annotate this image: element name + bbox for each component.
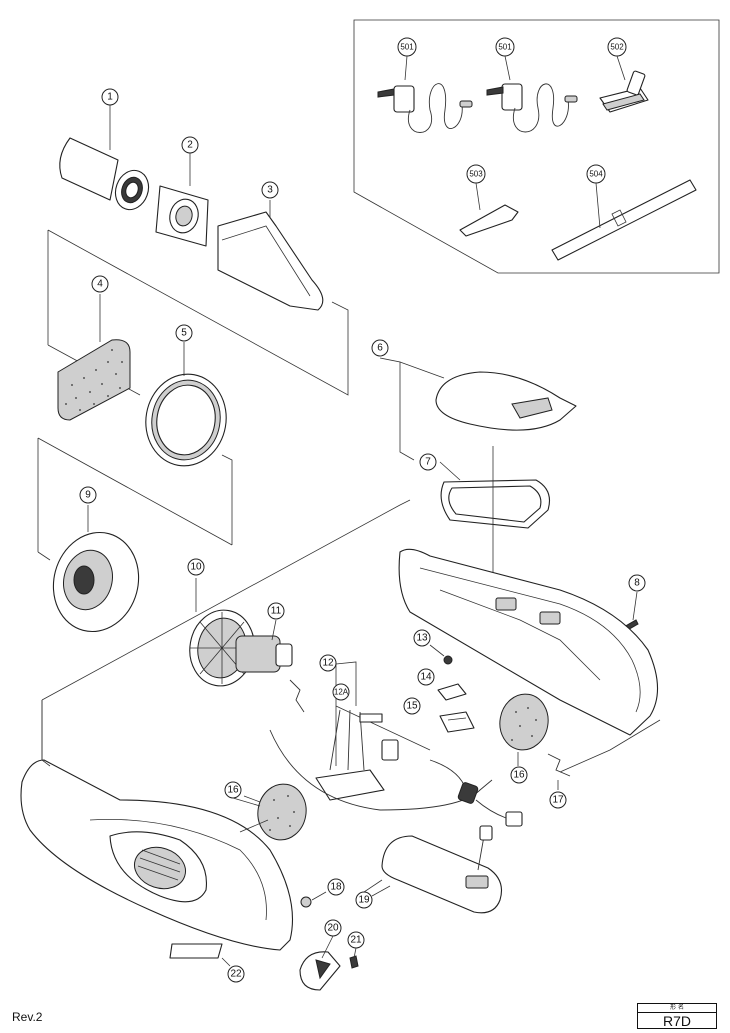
callout-11: 11 — [267, 602, 285, 620]
part-11-motor — [235, 635, 305, 713]
part-14-switch — [437, 683, 467, 701]
callout-12: 12 — [319, 654, 337, 672]
svg-text:2: 2 — [187, 140, 193, 151]
accessory-group-outline — [353, 19, 720, 274]
svg-text:16: 16 — [227, 785, 239, 796]
svg-text:9: 9 — [85, 490, 91, 501]
part-15-switch-plate — [439, 711, 475, 733]
svg-text:501: 501 — [498, 43, 512, 52]
svg-text:21: 21 — [350, 935, 362, 946]
svg-text:16: 16 — [513, 770, 525, 781]
callout-9: 9 — [79, 486, 97, 504]
part-16-filter-a — [499, 693, 549, 751]
callout-7: 7 — [419, 453, 437, 471]
svg-text:7: 7 — [425, 457, 431, 468]
part-502-floor-nozzle — [599, 70, 649, 113]
revision-label: Rev.2 — [12, 1010, 43, 1024]
svg-text:5: 5 — [181, 328, 187, 339]
part-5-filter-ring — [145, 373, 227, 467]
part-2-filter-frame — [155, 185, 209, 247]
svg-text:503: 503 — [469, 170, 483, 179]
svg-text:8: 8 — [634, 578, 640, 589]
callout-501-left: 501 — [397, 37, 417, 57]
part-17-spring — [547, 753, 571, 777]
svg-text:6: 6 — [377, 343, 383, 354]
svg-text:15: 15 — [406, 701, 418, 712]
part-501-charger-b — [486, 83, 578, 133]
model-box: 形 名 R7D — [637, 1003, 717, 1029]
svg-text:11: 11 — [271, 606, 282, 617]
callout-17: 17 — [549, 791, 567, 809]
model-name: R7D — [662, 1013, 691, 1029]
part-19-battery — [381, 825, 503, 914]
callout-501-right: 501 — [495, 37, 515, 57]
callout-6: 6 — [371, 339, 389, 357]
svg-text:10: 10 — [190, 562, 202, 573]
part-6-cover — [435, 371, 577, 431]
svg-text:12A: 12A — [334, 688, 349, 697]
svg-text:504: 504 — [589, 170, 603, 179]
part-1-nozzle-tube — [59, 137, 150, 211]
group-outline-motor — [37, 437, 233, 561]
svg-text:1: 1 — [107, 92, 113, 103]
svg-text:14: 14 — [420, 672, 432, 683]
callout-16-left: 16 — [224, 781, 242, 799]
svg-text:3: 3 — [267, 185, 273, 196]
callout-4: 4 — [91, 275, 109, 293]
callout-14: 14 — [417, 668, 435, 686]
part-3-dust-case — [217, 211, 324, 311]
svg-text:502: 502 — [610, 43, 624, 52]
callout-13: 13 — [413, 629, 431, 647]
model-caption: 形 名 — [638, 1004, 716, 1013]
part-503-crevice-tool — [459, 204, 519, 237]
callout-2: 2 — [181, 136, 199, 154]
svg-text:19: 19 — [358, 895, 370, 906]
callout-20: 20 — [324, 919, 342, 937]
callout-10: 10 — [187, 558, 205, 576]
svg-text:501: 501 — [400, 43, 414, 52]
part-rear-housing — [398, 548, 659, 736]
part-4-filter-sponge — [57, 339, 131, 421]
callout-5: 5 — [175, 324, 193, 342]
part-9-fan-cover — [52, 531, 140, 633]
callout-22: 22 — [227, 965, 245, 983]
callout-502: 502 — [607, 37, 627, 57]
callout-19: 19 — [355, 891, 373, 909]
part-12-switch-assembly — [269, 661, 523, 827]
svg-text:22: 22 — [230, 969, 242, 980]
callout-21: 21 — [347, 931, 365, 949]
callout-503: 503 — [466, 164, 486, 184]
part-501-charger-a — [377, 83, 473, 133]
part-front-housing — [20, 759, 293, 951]
svg-text:13: 13 — [416, 633, 428, 644]
part-16-filter-b — [257, 783, 307, 841]
callout-15: 15 — [403, 697, 421, 715]
part-13-nut — [443, 655, 453, 665]
part-504-extension-pipe — [551, 179, 697, 261]
svg-text:17: 17 — [552, 795, 564, 806]
callout-8: 8 — [628, 574, 646, 592]
callout-16-right: 16 — [510, 766, 528, 784]
svg-text:20: 20 — [327, 923, 339, 934]
callout-18: 18 — [327, 878, 345, 896]
callout-12a: 12A — [332, 683, 350, 701]
callout-1: 1 — [101, 88, 119, 106]
part-20-clip — [299, 951, 341, 991]
callout-3: 3 — [261, 181, 279, 199]
svg-text:12: 12 — [322, 658, 334, 669]
part-18-nut — [300, 896, 312, 908]
svg-text:18: 18 — [330, 882, 342, 893]
part-7-seal — [440, 479, 551, 529]
callout-504: 504 — [586, 164, 606, 184]
svg-text:4: 4 — [97, 279, 103, 290]
part-22-label — [169, 943, 223, 959]
